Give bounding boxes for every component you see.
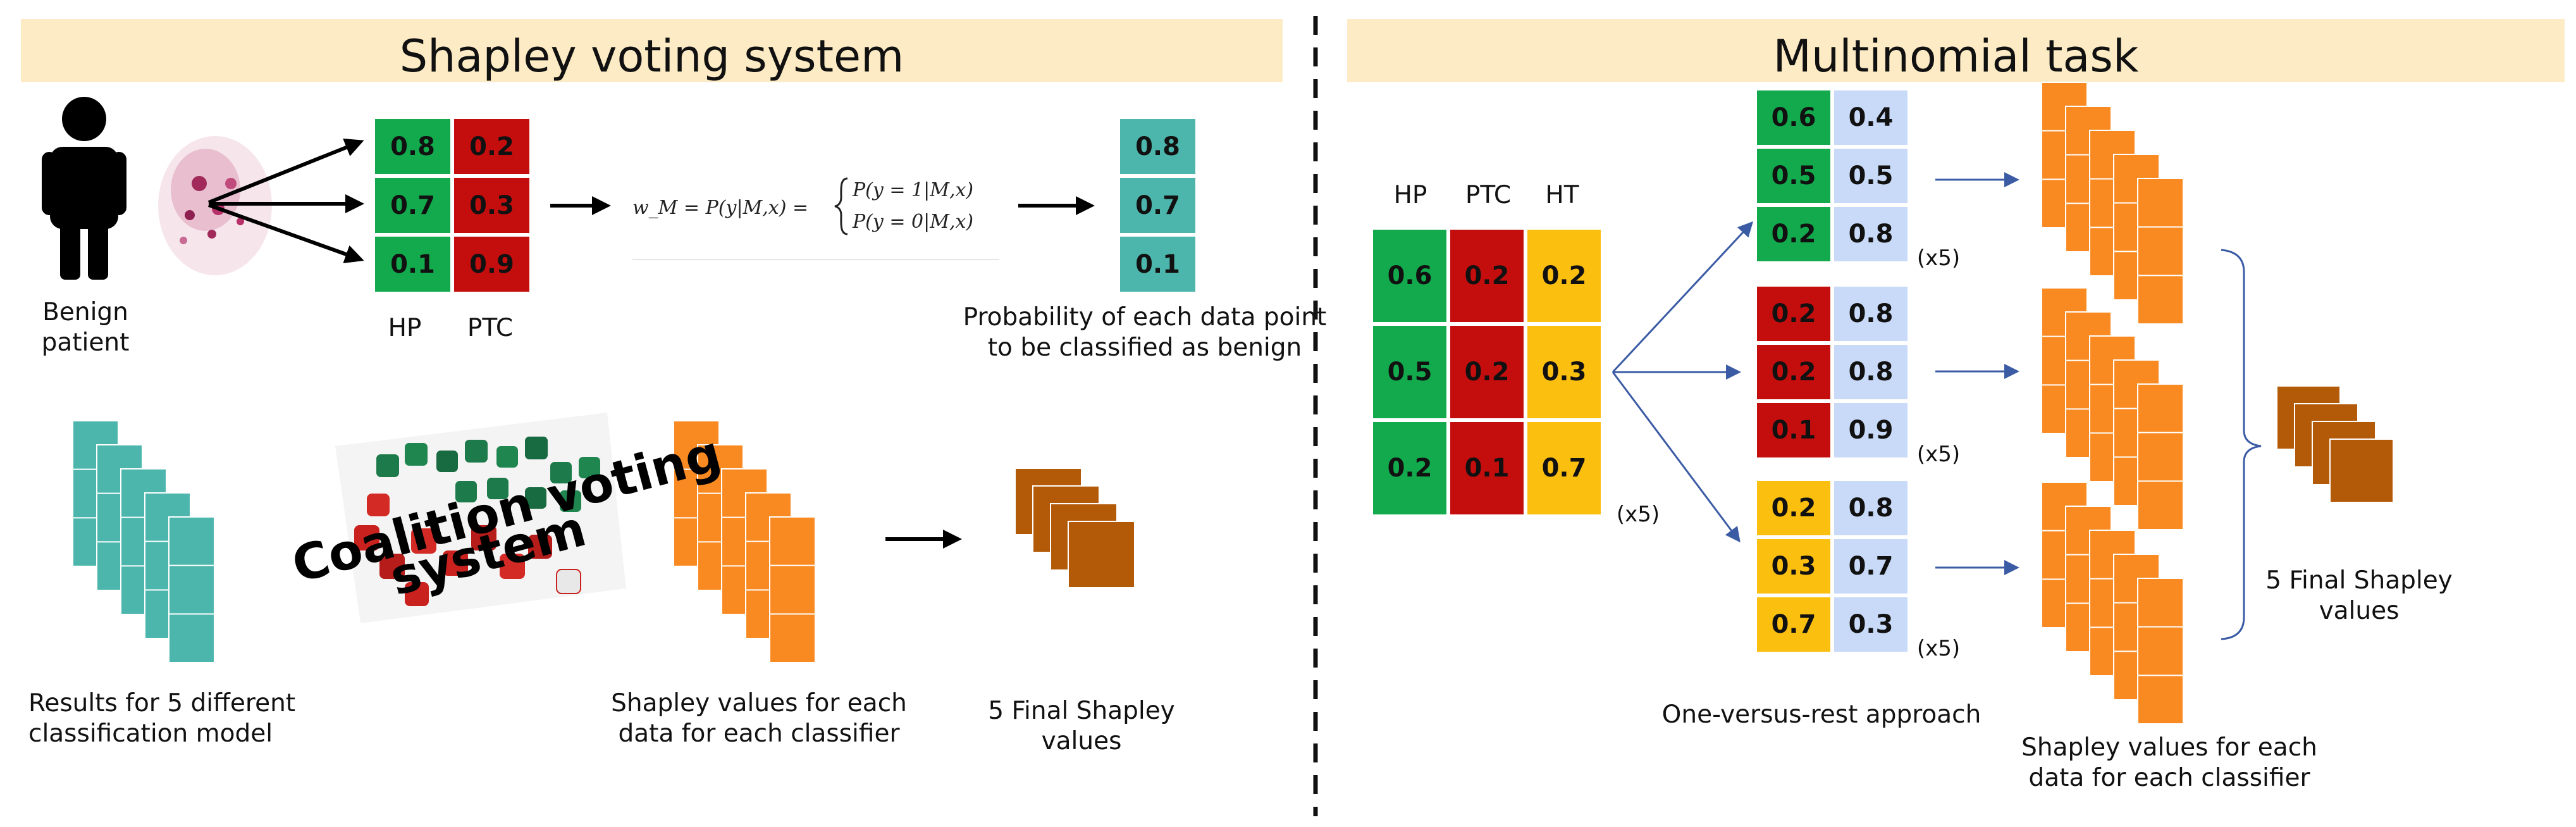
right-shapley-stack-3	[2041, 482, 2184, 724]
ovr-matrix-cell: 0.6	[1755, 89, 1832, 147]
right-matrix-cell: 0.2	[1448, 324, 1525, 420]
red-dice	[354, 494, 581, 606]
right-shapley-stack-3-card	[2137, 578, 2184, 724]
ovr-matrix-cell: 0.5	[1755, 147, 1832, 205]
left-final-caption-line2: values	[1041, 727, 1122, 755]
left-title-banner: Shapley voting system	[21, 19, 1283, 82]
formula-case-2: P(y = 0|M,x)	[853, 211, 974, 233]
right-title-banner: Multinomial task	[1347, 19, 2565, 82]
right-matrix-cell: 0.2	[1371, 420, 1448, 516]
formula-lhs: w_M = P(y|M,x) =	[632, 197, 809, 219]
ovr-matrix-cell: 0.9	[1832, 401, 1909, 459]
right-matrix-cell: 0.1	[1448, 420, 1525, 516]
branch-arrow-bottom	[1612, 371, 1741, 543]
right-matrix-x5: (x5)	[1616, 502, 1660, 527]
right-matrix-cell: 0.6	[1371, 228, 1448, 324]
ovr-x5-1: (x5)	[1916, 246, 1961, 271]
ovr-matrix-cell: 0.5	[1832, 147, 1909, 205]
right-shapley-caption-line1: Shapley values for each	[2021, 733, 2317, 762]
right-title: Multinomial task	[1773, 30, 2139, 82]
ovr-x5-2: (x5)	[1916, 442, 1961, 467]
results-stack	[72, 420, 215, 663]
right-matrix-cell: 0.7	[1525, 420, 1603, 516]
right-col-label-ptc: PTC	[1465, 181, 1512, 209]
ovr-x5-3: (x5)	[1916, 636, 1961, 661]
left-matrix-cell: 0.8	[373, 117, 452, 176]
left-matrix-cell: 0.9	[452, 235, 531, 294]
left-col-label-ptc: PTC	[467, 314, 514, 342]
right-shapley-stack-2	[2041, 287, 2184, 530]
results-caption-line1: Results for 5 different	[28, 689, 296, 718]
ovr-caption: One-versus-rest approach	[1661, 700, 1981, 729]
left-col-label-hp: HP	[388, 314, 422, 342]
left-shapley-caption-line2: data for each classifier	[618, 719, 900, 748]
left-final-caption-line1: 5 Final Shapley	[988, 697, 1175, 725]
left-title: Shapley voting system	[399, 30, 904, 82]
ovr-matrix-cell: 0.3	[1832, 595, 1909, 654]
left-matrix-cell: 0.2	[452, 117, 531, 176]
benign-caption-line2: to be classified as benign	[987, 333, 1302, 362]
ovr-matrix-cell: 0.8	[1832, 479, 1909, 537]
right-final-caption-line1: 5 Final Shapley	[2265, 566, 2453, 595]
right-matrix-cell: 0.2	[1525, 228, 1603, 324]
left-final-stack-card	[1068, 521, 1135, 588]
results-caption-line2: classification model	[28, 719, 273, 748]
right-final-stack	[2276, 385, 2394, 503]
right-shapley-stack-1	[2041, 82, 2184, 325]
left-matrix-cell: 0.1	[373, 235, 452, 294]
left-shapley-stack-card	[769, 516, 816, 663]
right-shapley-caption-line2: data for each classifier	[2028, 764, 2310, 792]
left-matrix-cell: 0.7	[373, 176, 452, 235]
benign-prob-cell: 0.7	[1118, 176, 1197, 235]
results-stack-card	[168, 516, 215, 663]
benign-caption-line1: Probability of each data point	[963, 303, 1327, 332]
right-final-caption-line2: values	[2319, 597, 2400, 625]
ovr-matrix-cell: 0.2	[1755, 285, 1832, 343]
right-shapley-stack-2-card	[2137, 383, 2184, 530]
patient-label-line1: Benign	[42, 298, 128, 326]
formula-case-1: P(y = 1|M,x)	[853, 179, 974, 201]
green-dice	[376, 437, 600, 512]
left-matrix-cell: 0.3	[452, 176, 531, 235]
ovr-matrix-cell: 0.8	[1832, 205, 1909, 263]
ovr-matrix-cell: 0.4	[1832, 89, 1909, 147]
ovr-matrix-cell: 0.2	[1755, 205, 1832, 263]
benign-prob-cell: 0.8	[1118, 117, 1197, 176]
right-bracket	[2221, 249, 2262, 640]
right-matrix-cell: 0.2	[1448, 228, 1525, 324]
ovr-matrix-cell: 0.2	[1755, 343, 1832, 401]
right-col-label-hp: HP	[1393, 181, 1427, 209]
right-matrix-cell: 0.5	[1371, 324, 1448, 420]
ovr-matrix-cell: 0.2	[1755, 479, 1832, 537]
left-final-stack	[1014, 468, 1135, 588]
branch-arrow-top	[1612, 221, 1754, 373]
left-shapley-caption-line1: Shapley values for each	[611, 689, 907, 718]
patient-label-line2: patient	[41, 328, 130, 357]
right-final-stack-card	[2329, 438, 2394, 503]
tissue-arrow-3	[207, 203, 364, 264]
ovr-matrix-cell: 0.1	[1755, 401, 1832, 459]
ovr-matrix-cell: 0.8	[1832, 343, 1909, 401]
right-col-label-ht: HT	[1545, 181, 1579, 209]
ovr-matrix-cell: 0.8	[1832, 285, 1909, 343]
left-shapley-stack	[673, 420, 816, 663]
ovr-matrix-cell: 0.7	[1832, 537, 1909, 595]
tissue-arrow-1	[207, 138, 364, 204]
ovr-matrix-cell: 0.7	[1755, 595, 1832, 654]
ovr-matrix-cell: 0.3	[1755, 537, 1832, 595]
right-shapley-stack-1-card	[2137, 178, 2184, 325]
benign-prob-cell: 0.1	[1118, 235, 1197, 294]
right-matrix-cell: 0.3	[1525, 324, 1603, 420]
